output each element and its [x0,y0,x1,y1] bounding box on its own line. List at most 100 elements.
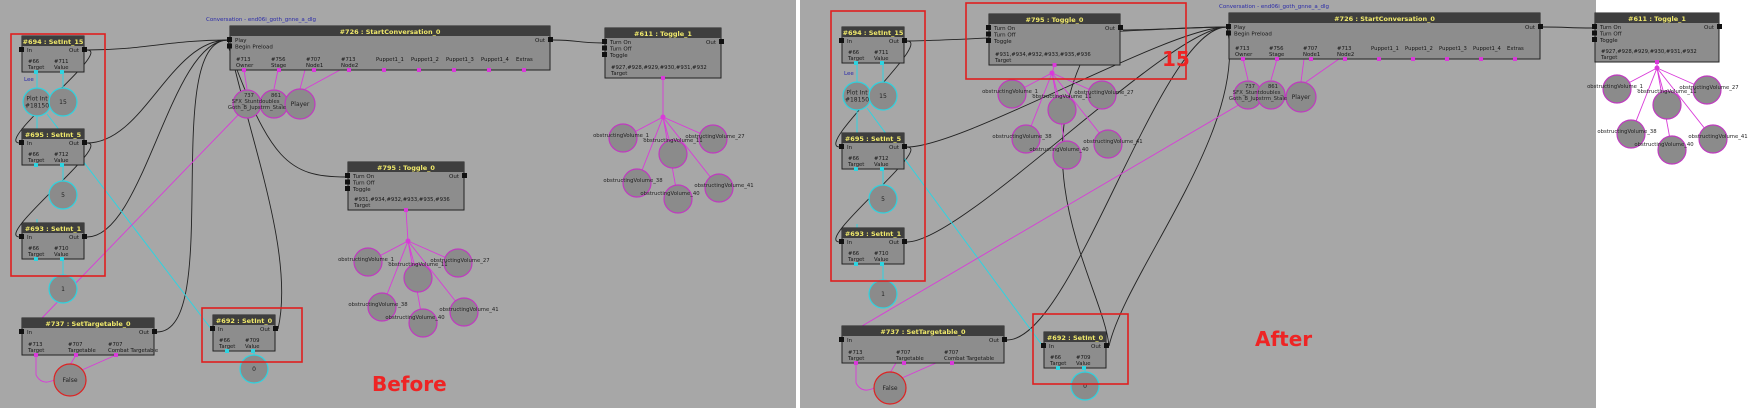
stage-a-id: 737 [244,93,254,99]
output-pin [1538,24,1543,29]
parameter-label: #66 [848,156,860,162]
obstructing-volume-label: obstructingVolume_1 [338,257,394,263]
input-port-label: In [27,330,33,336]
parameter-type-label: Target [27,252,44,258]
input-port-label: Play [1234,25,1246,31]
input-pin [1226,30,1231,36]
input-port-label: Begin Preload [235,45,273,51]
variable-circle-shape [353,247,383,277]
parameter-label: #927,#928,#929,#930,#931,#932 [1601,49,1697,55]
param-pin [74,353,78,357]
player-circle: Player [284,88,316,120]
parameter-type-label: Node1 [1303,52,1320,58]
input-pin [602,45,607,51]
execution-link [1006,26,1228,341]
input-pin [986,25,991,30]
param-pin [34,257,38,261]
param-pin [950,361,954,365]
node-header [842,133,904,143]
input-pin [839,337,844,342]
output-port-label: Out [889,145,900,151]
input-port-label: Turn On [609,40,632,46]
input-port-label: Toggle [1599,38,1618,44]
variable-circle-shape [622,168,652,198]
parameter-link [861,102,1243,327]
obstructing-volume-label: obstructingVolume_27 [1679,85,1738,91]
parameter-type-label: Value [54,158,69,164]
stage-a-id: 737 [1245,84,1255,90]
param-pin [854,361,858,365]
parameter-hub [405,238,411,244]
node-title: #694 : SetInt_15 [843,29,904,37]
obstructing-volume-circle [1692,75,1722,105]
param-pin [417,68,421,72]
variable-circle-shape [1602,74,1632,104]
output-pin [1717,24,1722,29]
obstructing-volume-circle [698,124,728,154]
output-port-label: Out [69,235,80,241]
input-port-label: In [27,48,33,54]
input-port-label: Turn On [993,26,1016,32]
after-label: After [1255,327,1312,351]
input-port-label: In [847,145,853,151]
obstructing-volume-circle [443,248,473,278]
param-pin [60,257,64,261]
parameter-label: #712 [54,152,69,158]
obstructing-volume-label: obstructingVolume_27 [430,258,489,264]
obstructing-volume-label: obstructingVolume_38 [992,134,1052,140]
parameter-label: #707 [306,57,321,63]
parameter-label: #927,#928,#929,#930,#931,#932 [611,65,707,71]
input-pin [1592,37,1597,42]
obstructing-volume-label: obstructingVolume_38 [348,302,408,308]
obstructing-volume-label: obstructingVolume_11 [643,138,702,144]
input-pin [345,186,350,191]
node-title: #737 : SetTargetable_0 [880,328,966,336]
param-pin [251,349,255,353]
variable-circle-shape [868,184,898,214]
parameter-link [299,69,306,90]
parameter-label: Puppet1_2 [411,57,439,63]
false-label: False [62,377,77,384]
param-pin [34,70,38,74]
param-pin [382,68,386,72]
input-pin [1041,343,1046,348]
value-label: 1 [61,286,65,293]
highlight-setint-group [830,10,926,282]
node-title: #795 : Toggle_0 [377,164,435,172]
obstructing-volume-circle [1652,90,1682,120]
input-port-label: Turn Off [609,47,632,53]
parameter-type-label: Node2 [341,63,358,69]
node-title: #693 : SetInt_1 [25,225,82,233]
input-port-label: In [27,235,33,241]
variable-circle-shape [1256,80,1286,110]
obstructing-volume-circle [367,292,397,322]
parameter-label: Puppet1_4 [1473,46,1502,52]
input-port-label: Turn On [1599,25,1622,31]
parameter-label: #66 [848,251,860,257]
execution-link [86,39,229,144]
input-pin [19,234,24,239]
output-pin [1002,337,1007,342]
node-title: #692 : SetInt_0 [216,317,273,325]
parameter-link [662,116,720,189]
param-pin [1309,57,1313,61]
parameter-type-label: Targetable [67,348,96,354]
variable-circle-shape [449,297,479,327]
node-header [348,162,464,172]
execution-link [552,39,604,44]
parameter-type-label: Node2 [1337,52,1354,58]
param-pin [880,61,884,65]
parameter-type-label: Node1 [306,63,323,69]
execution-link [1122,26,1228,31]
input-pin [839,144,844,149]
output-pin [902,38,907,43]
obstructing-volume-circle [608,123,638,153]
